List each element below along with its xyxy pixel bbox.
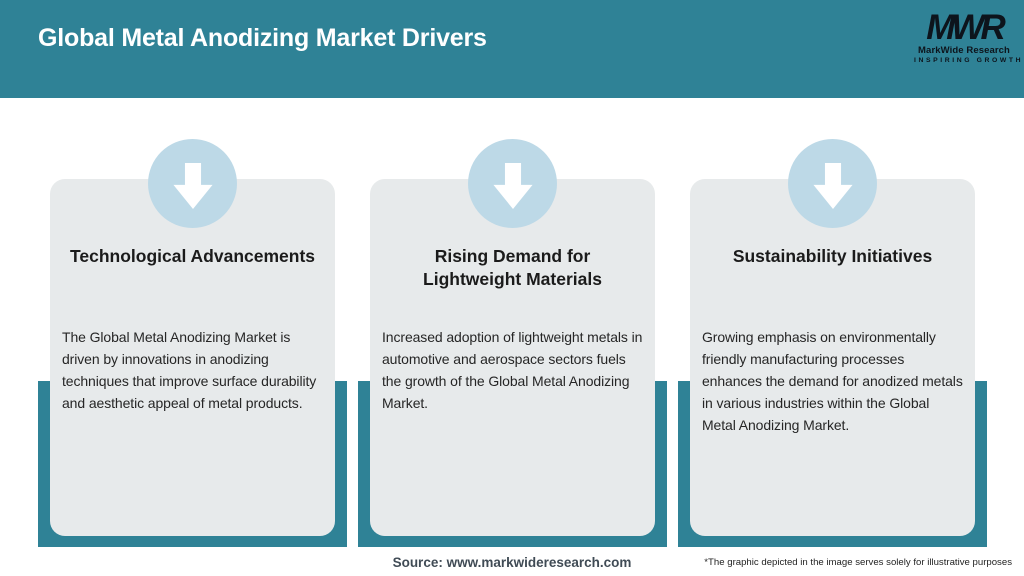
driver-card: Technological Advancements The Global Me… — [50, 179, 335, 536]
driver-card: Sustainability Initiatives Growing empha… — [690, 179, 975, 536]
card-description: Growing emphasis on environmentally frie… — [702, 329, 963, 433]
disclaimer-note: *The graphic depicted in the image serve… — [704, 557, 1012, 568]
card-title: Sustainability Initiatives — [732, 246, 933, 266]
logo-monogram: MWR — [926, 8, 1005, 47]
driver-card: Rising Demand for Lightweight Materials … — [370, 179, 655, 536]
logo-tagline: INSPIRING GROWTH — [914, 56, 1024, 64]
driver-column-2: Rising Demand for Lightweight Materials … — [358, 0, 667, 576]
driver-column-1: Technological Advancements The Global Me… — [38, 0, 347, 576]
down-arrow-glyph — [492, 162, 533, 209]
source-attribution: Source: www.markwideresearch.com — [392, 555, 632, 570]
page-title: Global Metal Anodizing Market Drivers — [38, 24, 487, 52]
down-arrow-glyph — [172, 162, 213, 209]
header-bar: Global Metal Anodizing Market Drivers MW… — [0, 0, 1024, 98]
down-arrow-icon — [148, 139, 237, 228]
card-description: The Global Metal Anodizing Market is dri… — [62, 329, 317, 411]
card-description: Increased adoption of lightweight metals… — [382, 329, 643, 411]
card-title: Technological Advancements — [69, 246, 316, 266]
down-arrow-icon — [468, 139, 557, 228]
driver-column-3: Sustainability Initiatives Growing empha… — [678, 0, 987, 576]
down-arrow-glyph — [812, 162, 853, 209]
brand-logo: MWR MarkWide Research INSPIRING GROWTH — [914, 8, 1024, 65]
logo-company-name: MarkWide Research — [918, 45, 1010, 57]
card-title: Rising Demand for Lightweight Materials — [423, 246, 602, 289]
down-arrow-icon — [788, 139, 877, 228]
